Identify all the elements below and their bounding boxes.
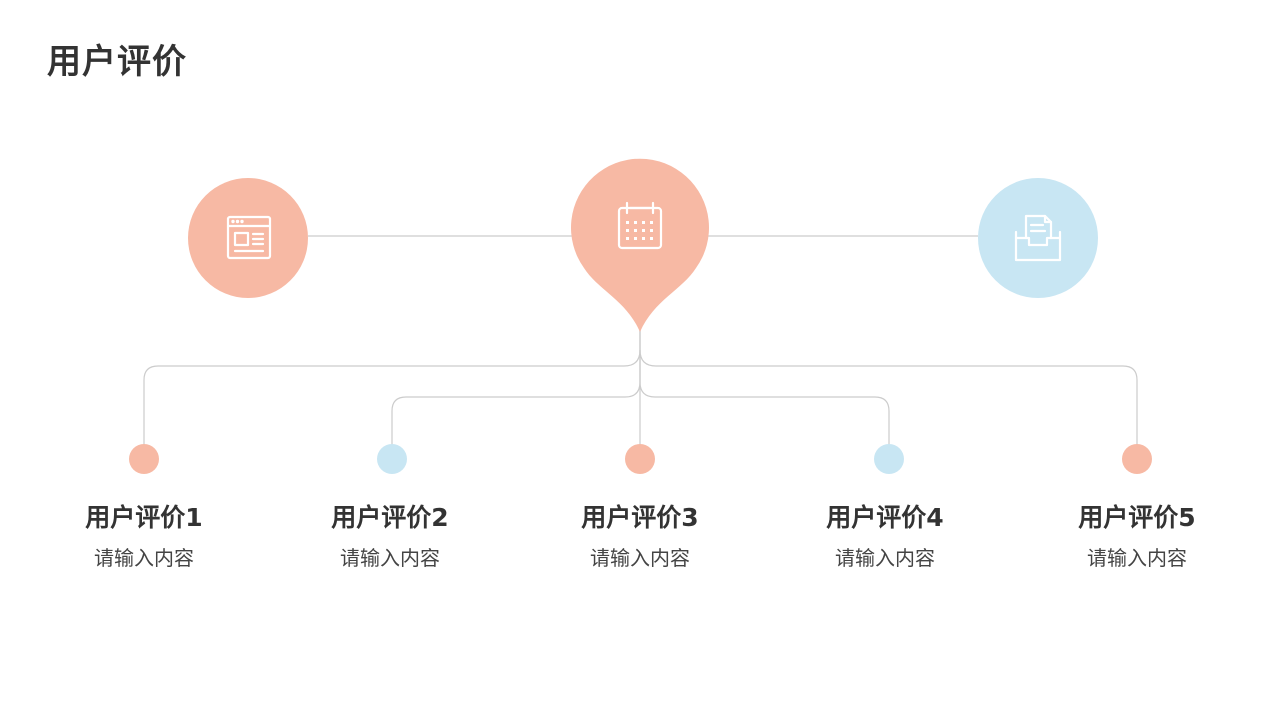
inbox-tray-icon [1014, 214, 1062, 262]
branch-line-1 [143, 330, 641, 446]
item-dot-5 [1122, 444, 1152, 474]
review-item-desc: 请输入内容 [94, 546, 194, 570]
review-item-1: 用户评价1 请输入内容 [54, 498, 234, 571]
review-item-3: 用户评价3 请输入内容 [550, 498, 730, 571]
right-icon-circle [978, 178, 1098, 298]
branch-line-4 [639, 350, 890, 446]
review-item-desc: 请输入内容 [835, 546, 935, 570]
review-item-title: 用户评价4 [826, 503, 944, 532]
center-pin [571, 158, 709, 332]
browser-window-icon [226, 215, 272, 260]
review-item-2: 用户评价2 请输入内容 [300, 498, 480, 571]
review-item-title: 用户评价5 [1078, 503, 1196, 532]
review-item-title: 用户评价1 [85, 503, 203, 532]
branch-line-2 [391, 350, 641, 446]
branch-lines [143, 330, 1138, 446]
calendar-dots [626, 221, 653, 240]
item-dot-3 [625, 444, 655, 474]
item-dot-2 [377, 444, 407, 474]
branch-line-5 [639, 330, 1138, 446]
review-item-title: 用户评价3 [581, 503, 699, 532]
review-item-desc: 请输入内容 [1087, 546, 1187, 570]
item-dot-1 [129, 444, 159, 474]
review-item-4: 用户评价4 请输入内容 [795, 498, 975, 571]
review-item-desc: 请输入内容 [590, 546, 690, 570]
review-item-desc: 请输入内容 [340, 546, 440, 570]
item-dot-4 [874, 444, 904, 474]
calendar-icon [617, 201, 663, 250]
review-item-5: 用户评价5 请输入内容 [1047, 498, 1227, 571]
review-item-title: 用户评价2 [331, 503, 449, 532]
page-title: 用户评价 [47, 42, 187, 82]
